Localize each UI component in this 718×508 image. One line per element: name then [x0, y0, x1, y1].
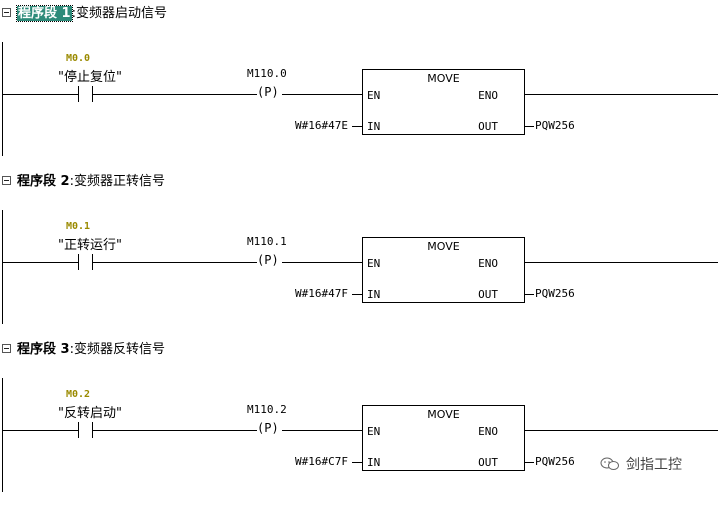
contact-left-bar	[78, 254, 79, 270]
rung-wire	[2, 430, 78, 431]
out-wire	[525, 294, 534, 295]
pin-in: IN	[367, 456, 381, 469]
network-label: 程序段	[18, 6, 58, 21]
network-title: 程序段 1:变频器启动信号	[16, 5, 167, 22]
rung-wire	[93, 94, 263, 95]
block-title: MOVE	[427, 72, 460, 85]
in-parameter[interactable]: W#16#C7F	[295, 455, 348, 468]
positive-edge-coil[interactable]: (P)	[257, 85, 279, 99]
wechat-icon	[600, 457, 619, 470]
pin-out: OUT	[478, 288, 498, 301]
contact-left-bar	[78, 86, 79, 102]
rung-wire	[93, 262, 263, 263]
collapse-toggle-icon[interactable]	[2, 8, 11, 17]
in-wire	[352, 294, 362, 295]
network-title: 程序段 3:变频器反转信号	[17, 342, 165, 357]
network-number: 3	[60, 342, 70, 357]
contact-right-bar	[92, 86, 93, 102]
coil-address[interactable]: M110.0	[247, 67, 287, 80]
move-block[interactable]: MOVE EN ENO IN OUT	[362, 405, 525, 471]
network-header[interactable]: 程序段 1:变频器启动信号	[0, 4, 718, 24]
move-block[interactable]: MOVE EN ENO IN OUT	[362, 237, 525, 303]
network-label: 程序段	[17, 174, 57, 189]
pin-en: EN	[367, 257, 381, 270]
block-title: MOVE	[427, 240, 460, 253]
rung-wire	[282, 94, 362, 95]
move-block[interactable]: MOVE EN ENO IN OUT	[362, 69, 525, 135]
eno-wire	[525, 94, 718, 95]
network-3[interactable]: 程序段 3:变频器反转信号 M0.2 "反转启动" M110.2 (P) MOV…	[0, 340, 718, 508]
out-parameter[interactable]: PQW256	[535, 455, 575, 468]
pin-in: IN	[367, 288, 381, 301]
watermark: 剑指工控	[600, 454, 682, 474]
network-1[interactable]: 程序段 1:变频器启动信号 M0.0 "停止复位" M110.0 (P) MOV…	[0, 4, 718, 172]
network-comment: 变频器正转信号	[73, 174, 165, 189]
out-wire	[525, 126, 534, 127]
in-parameter[interactable]: W#16#47E	[295, 119, 348, 132]
watermark-text: 剑指工控	[626, 457, 682, 473]
pin-out: OUT	[478, 120, 498, 133]
out-parameter[interactable]: PQW256	[535, 287, 575, 300]
contact-address[interactable]: M0.2	[66, 389, 91, 400]
network-header[interactable]: 程序段 2:变频器正转信号	[0, 172, 718, 192]
coil-address[interactable]: M110.1	[247, 235, 287, 248]
pin-eno: ENO	[478, 425, 498, 438]
out-wire	[525, 462, 534, 463]
power-rail	[2, 210, 3, 324]
network-number: 2	[60, 174, 70, 189]
network-comment: 变频器启动信号	[75, 6, 167, 21]
positive-edge-coil[interactable]: (P)	[257, 421, 279, 435]
network-2[interactable]: 程序段 2:变频器正转信号 M0.1 "正转运行" M110.1 (P) MOV…	[0, 172, 718, 340]
in-parameter[interactable]: W#16#47F	[295, 287, 348, 300]
collapse-toggle-icon[interactable]	[2, 176, 11, 185]
coil-address[interactable]: M110.2	[247, 403, 287, 416]
contact-left-bar	[78, 422, 79, 438]
pin-eno: ENO	[478, 89, 498, 102]
contact-right-bar	[92, 254, 93, 270]
in-wire	[352, 462, 362, 463]
network-title: 程序段 2:变频器正转信号	[17, 174, 165, 189]
contact-address[interactable]: M0.0	[66, 53, 91, 64]
power-rail	[2, 42, 3, 156]
pin-en: EN	[367, 89, 381, 102]
out-parameter[interactable]: PQW256	[535, 119, 575, 132]
contact-right-bar	[92, 422, 93, 438]
contact-address[interactable]: M0.1	[66, 221, 91, 232]
network-comment: 变频器反转信号	[73, 342, 165, 357]
rung-wire	[2, 262, 78, 263]
rung-wire	[282, 430, 362, 431]
contact-symbol[interactable]: "正转运行"	[58, 238, 122, 253]
contact-symbol[interactable]: "反转启动"	[58, 406, 122, 421]
power-rail	[2, 378, 3, 492]
network-number: 1	[61, 6, 71, 21]
in-wire	[352, 126, 362, 127]
collapse-toggle-icon[interactable]	[2, 344, 11, 353]
pin-out: OUT	[478, 456, 498, 469]
network-label: 程序段	[17, 342, 57, 357]
pin-eno: ENO	[478, 257, 498, 270]
network-header[interactable]: 程序段 3:变频器反转信号	[0, 340, 718, 360]
rung-wire	[282, 262, 362, 263]
positive-edge-coil[interactable]: (P)	[257, 253, 279, 267]
eno-wire	[525, 262, 718, 263]
contact-symbol[interactable]: "停止复位"	[58, 70, 122, 85]
block-title: MOVE	[427, 408, 460, 421]
pin-en: EN	[367, 425, 381, 438]
rung-wire	[93, 430, 263, 431]
eno-wire	[525, 430, 718, 431]
rung-wire	[2, 94, 78, 95]
pin-in: IN	[367, 120, 381, 133]
